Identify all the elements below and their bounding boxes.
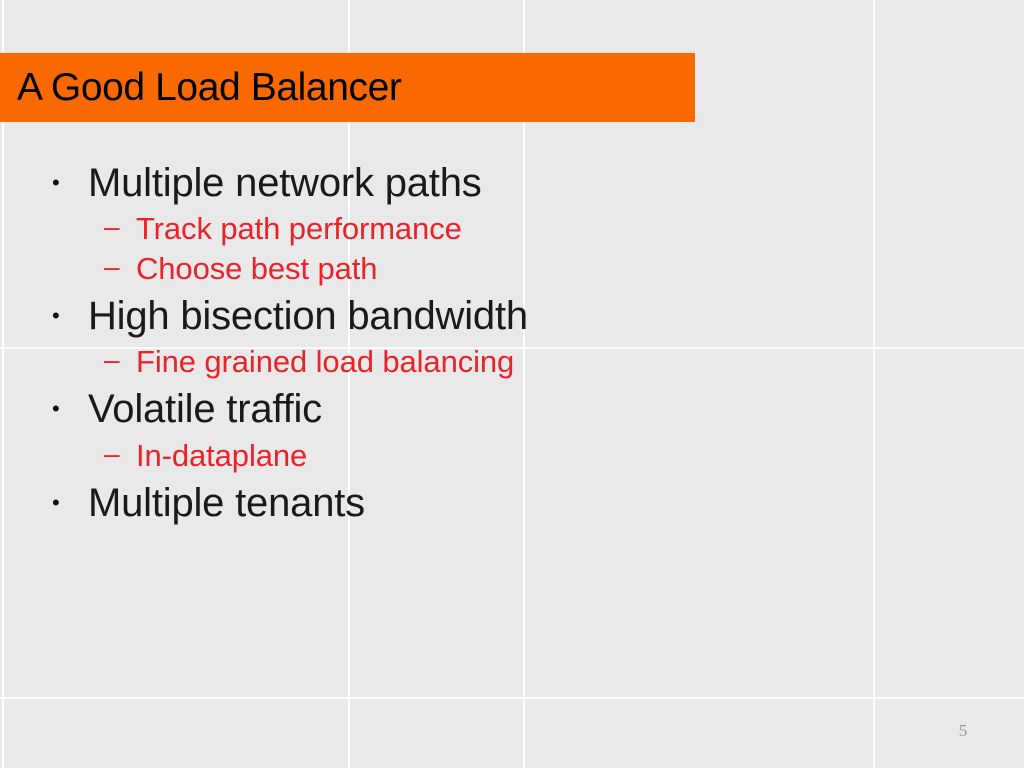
bullet-marker-dot: • <box>52 489 60 515</box>
bullet-item: • High bisection bandwidth <box>0 293 980 339</box>
slide-body: • Multiple network paths – Track path pe… <box>0 160 980 530</box>
bullet-item: – Fine grained load balancing <box>0 343 980 380</box>
bullet-label: Multiple tenants <box>88 480 365 525</box>
bullet-marker-dash: – <box>104 211 120 243</box>
slide-title-bar: A Good Load Balancer <box>0 53 695 122</box>
bullet-label: High bisection bandwidth <box>88 293 528 338</box>
bullet-item: – Track path performance <box>0 210 980 247</box>
bullet-item: • Volatile traffic <box>0 386 980 432</box>
bullet-marker-dot: • <box>52 396 60 422</box>
bullet-item: – Choose best path <box>0 250 980 287</box>
bullet-label: In-dataplane <box>136 437 308 473</box>
bullet-item: • Multiple network paths <box>0 160 980 206</box>
bullet-item: • Multiple tenants <box>0 480 980 526</box>
bullet-marker-dot: • <box>52 170 60 195</box>
gridline-horizontal-2 <box>0 697 1024 699</box>
bullet-marker-dash: – <box>104 250 120 282</box>
page-title: A Good Load Balancer <box>17 66 402 109</box>
bullet-marker-dot: • <box>52 302 60 328</box>
bullet-label: Fine grained load balancing <box>136 344 515 380</box>
bullet-label: Volatile traffic <box>88 387 322 432</box>
bullet-label: Multiple network paths <box>88 161 482 205</box>
bullet-label: Choose best path <box>136 250 378 286</box>
bullet-item: – In-dataplane <box>0 437 980 474</box>
page-number: 5 <box>958 721 968 740</box>
bullet-marker-dash: – <box>104 437 120 469</box>
bullet-marker-dash: – <box>104 344 120 376</box>
bullet-label: Track path performance <box>136 211 462 247</box>
